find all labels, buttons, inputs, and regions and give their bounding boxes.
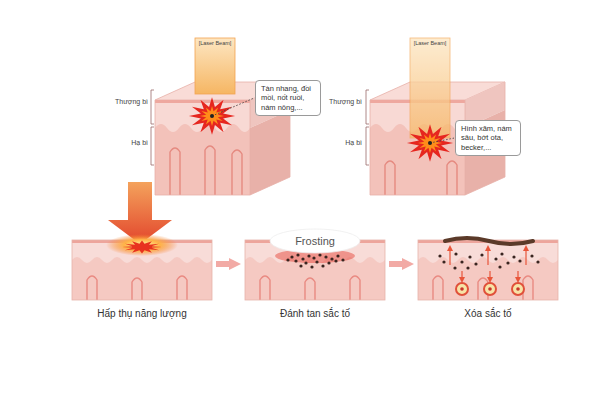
dermis xyxy=(155,124,250,195)
pigment-fragments xyxy=(438,252,539,269)
stage-caption: Xóa sắc tố xyxy=(464,308,511,319)
leader-line xyxy=(212,98,254,116)
stage-caption: Đánh tan sắc tố xyxy=(280,308,350,319)
callout-text: Tàn nhang, đồi mồi, nốt ruồi, nám nông,.… xyxy=(261,84,315,112)
pigment-burst xyxy=(122,240,162,253)
layer-bracket xyxy=(151,90,154,165)
laser-beam xyxy=(410,38,450,138)
macrophages xyxy=(456,283,524,295)
flow-arrows xyxy=(450,248,526,280)
pigment-burst-core xyxy=(418,133,442,153)
stage-panel: Xóa sắc tố xyxy=(418,228,558,300)
flow-arrow xyxy=(389,261,402,267)
leader-dot xyxy=(210,114,214,118)
energy-absorption xyxy=(106,234,178,256)
pigment-burst-core xyxy=(200,106,224,126)
beam-label: [Laser Beam] xyxy=(195,40,235,46)
laser-beam xyxy=(195,38,235,94)
flow-arrow xyxy=(216,261,229,267)
pigment-burst xyxy=(407,124,453,161)
stage-panel: Hấp thụ năng lượng xyxy=(72,228,212,300)
capillary xyxy=(385,161,457,195)
pigment-fragments xyxy=(286,253,344,268)
skin-block-superficial xyxy=(151,38,290,195)
callout-text: Hình xăm, nám sâu, bớt ota, becker,... xyxy=(461,124,515,152)
layer-label: Thượng bì xyxy=(322,98,362,105)
dermis-side xyxy=(250,110,290,195)
skin-block-deep xyxy=(366,38,505,195)
pigment-clearance xyxy=(438,238,539,295)
layer-label: Thượng bì xyxy=(108,98,148,105)
crust xyxy=(445,238,533,244)
stage-panel: Đánh tan sắc tốFrosting xyxy=(245,228,385,300)
callout-box: Tàn nhang, đồi mồi, nốt ruồi, nám nông,.… xyxy=(255,80,321,116)
skin-section xyxy=(72,240,212,300)
leader-line xyxy=(430,138,454,143)
layer-label: Hạ bì xyxy=(108,139,148,146)
heat-glow xyxy=(106,234,178,256)
ellipse-fill xyxy=(270,229,360,253)
frosting-ellipse: Frosting xyxy=(269,228,361,254)
ellipse-label: Frosting xyxy=(295,235,335,247)
callout-box: Hình xăm, nám sâu, bớt ota, becker,... xyxy=(455,120,521,156)
leader-dot xyxy=(428,141,432,145)
layer-bracket xyxy=(366,90,369,165)
stage-caption: Hấp thụ năng lượng xyxy=(97,308,186,319)
layer-label: Hạ bì xyxy=(322,139,362,146)
capillary xyxy=(170,146,242,195)
skin-section xyxy=(418,240,558,300)
beam-label: [Laser Beam] xyxy=(410,40,450,46)
pigment-burst xyxy=(189,97,235,134)
